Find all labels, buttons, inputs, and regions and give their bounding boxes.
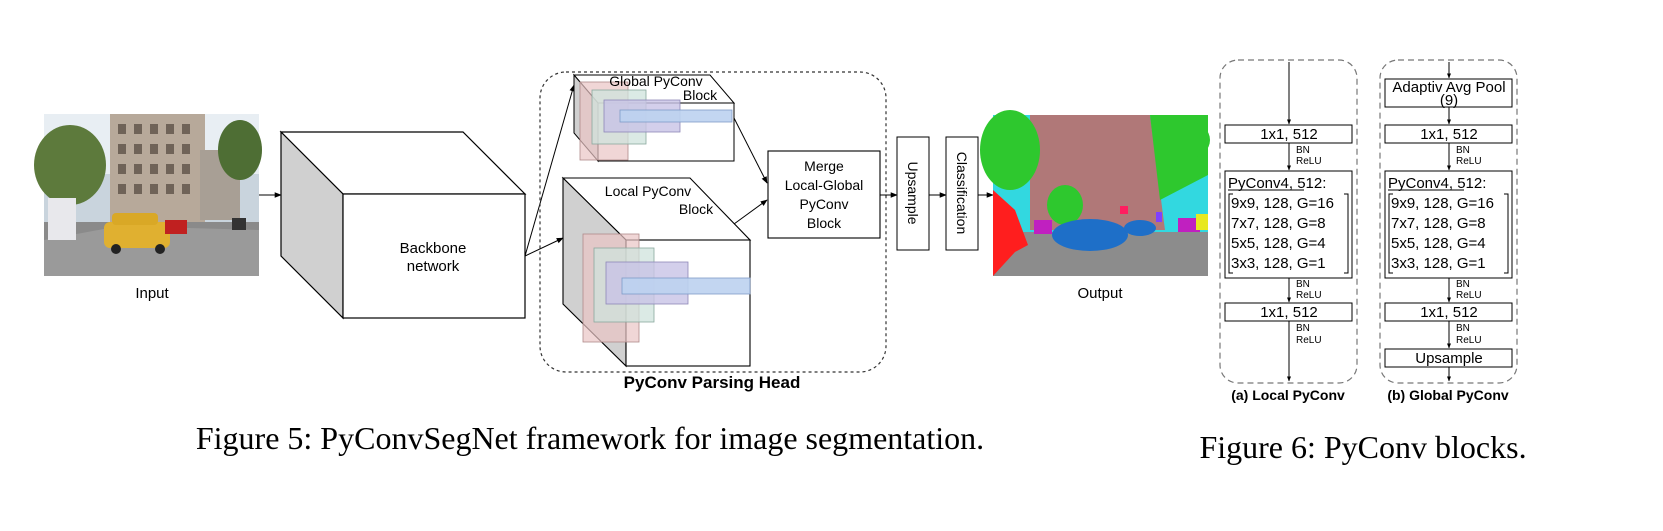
local-conv1-label: 1x1, 512 — [1260, 126, 1318, 143]
local-bracket-left — [1228, 193, 1233, 274]
figure-5: Input Backbone network PyConv Parsing He… — [34, 71, 1210, 456]
merge-label-line1: Merge — [804, 158, 844, 174]
global-bn-2: BN — [1456, 279, 1470, 290]
global-pyconv-title: PyConv4, 512: — [1388, 175, 1486, 192]
parsing-head-title: PyConv Parsing Head — [624, 373, 801, 392]
global-conv1-label: 1x1, 512 — [1420, 126, 1478, 143]
global-pyconv-row-1: 9x9, 128, G=16 — [1391, 195, 1494, 212]
arrow-backbone-global — [524, 84, 575, 257]
global-pyconv-box — [1384, 170, 1513, 279]
output-segmentation-map — [980, 110, 1210, 276]
local-relu-2: ReLU — [1296, 290, 1322, 301]
classification-box — [945, 136, 979, 251]
merge-label-line4: Block — [807, 215, 842, 231]
local-bn-1: BN — [1296, 145, 1310, 156]
local-relu-3: ReLU — [1296, 335, 1322, 346]
global-relu-1: ReLU — [1456, 156, 1482, 167]
local-block-label-line2: Block — [679, 201, 714, 217]
global-pool-line2: (9) — [1440, 92, 1458, 109]
output-label: Output — [1077, 285, 1123, 302]
backbone-label-line1: Backbone — [400, 240, 467, 257]
global-pool-box — [1384, 78, 1513, 108]
local-pyconv-caption: (a) Local PyConv — [1231, 387, 1345, 403]
global-bn-1: BN — [1456, 145, 1470, 156]
upsample-label: Upsample — [905, 161, 921, 224]
backbone-cube — [279, 130, 527, 320]
arrow-backbone-local — [524, 237, 564, 257]
global-pyconv-caption: (b) Global PyConv — [1387, 387, 1509, 403]
global-upsample-label: Upsample — [1415, 350, 1483, 367]
global-pyconv-row-4: 3x3, 128, G=1 — [1391, 255, 1486, 272]
local-pyconv-title: PyConv4, 512: — [1228, 175, 1326, 192]
figure6-caption: Figure 6: PyConv blocks. — [1199, 429, 1526, 465]
local-pyconv-row-2: 7x7, 128, G=8 — [1231, 215, 1326, 232]
local-pyconv-container — [1219, 59, 1358, 384]
input-street-photo — [34, 114, 262, 276]
parsing-head-container — [539, 71, 887, 373]
arrow-local-merge — [733, 199, 768, 225]
global-pool-line1: Adaptiv Avg Pool — [1392, 79, 1505, 96]
merge-label-line3: PyConv — [799, 196, 848, 212]
local-pyconv-row-4: 3x3, 128, G=1 — [1231, 255, 1326, 272]
merge-label-line2: Local-Global — [785, 177, 864, 193]
global-pyconv-row-3: 5x5, 128, G=4 — [1391, 235, 1486, 252]
figure-6b-global-pyconv: Adaptiv Avg Pool (9) 1x1, 512 BN ReLU Py… — [1379, 59, 1518, 403]
input-label: Input — [135, 285, 169, 302]
global-bracket-right — [1504, 193, 1509, 274]
global-pyconv-container — [1379, 59, 1518, 384]
global-pyconv-block — [572, 73, 736, 163]
backbone-label-line2: network — [407, 258, 460, 275]
global-bracket-left — [1388, 193, 1393, 274]
local-pyconv-row-3: 5x5, 128, G=4 — [1231, 235, 1326, 252]
global-relu-3: ReLU — [1456, 335, 1482, 346]
local-bn-2: BN — [1296, 279, 1310, 290]
classification-label: Classification — [954, 152, 970, 234]
global-pyconv-row-2: 7x7, 128, G=8 — [1391, 215, 1486, 232]
merge-block-box — [767, 150, 881, 239]
upsample-box — [896, 136, 930, 251]
figure5-caption: Figure 5: PyConvSegNet framework for ima… — [196, 420, 984, 456]
global-block-label-line2: Block — [683, 87, 718, 103]
local-pyconv-block — [561, 176, 752, 368]
local-relu-1: ReLU — [1296, 156, 1322, 167]
arrow-global-merge — [733, 117, 768, 184]
global-relu-2: ReLU — [1456, 290, 1482, 301]
local-bn-3: BN — [1296, 323, 1310, 334]
global-bn-3: BN — [1456, 323, 1470, 334]
local-pyconv-row-1: 9x9, 128, G=16 — [1231, 195, 1334, 212]
global-block-label-line1: Global PyConv — [609, 73, 702, 89]
global-conv2-label: 1x1, 512 — [1420, 304, 1478, 321]
local-conv2-label: 1x1, 512 — [1260, 304, 1318, 321]
local-bracket-right — [1344, 193, 1349, 274]
local-block-label-line1: Local PyConv — [605, 183, 691, 199]
figure-6a-local-pyconv: 1x1, 512 BN ReLU PyConv4, 512: 9x9, 128,… — [1219, 59, 1358, 403]
